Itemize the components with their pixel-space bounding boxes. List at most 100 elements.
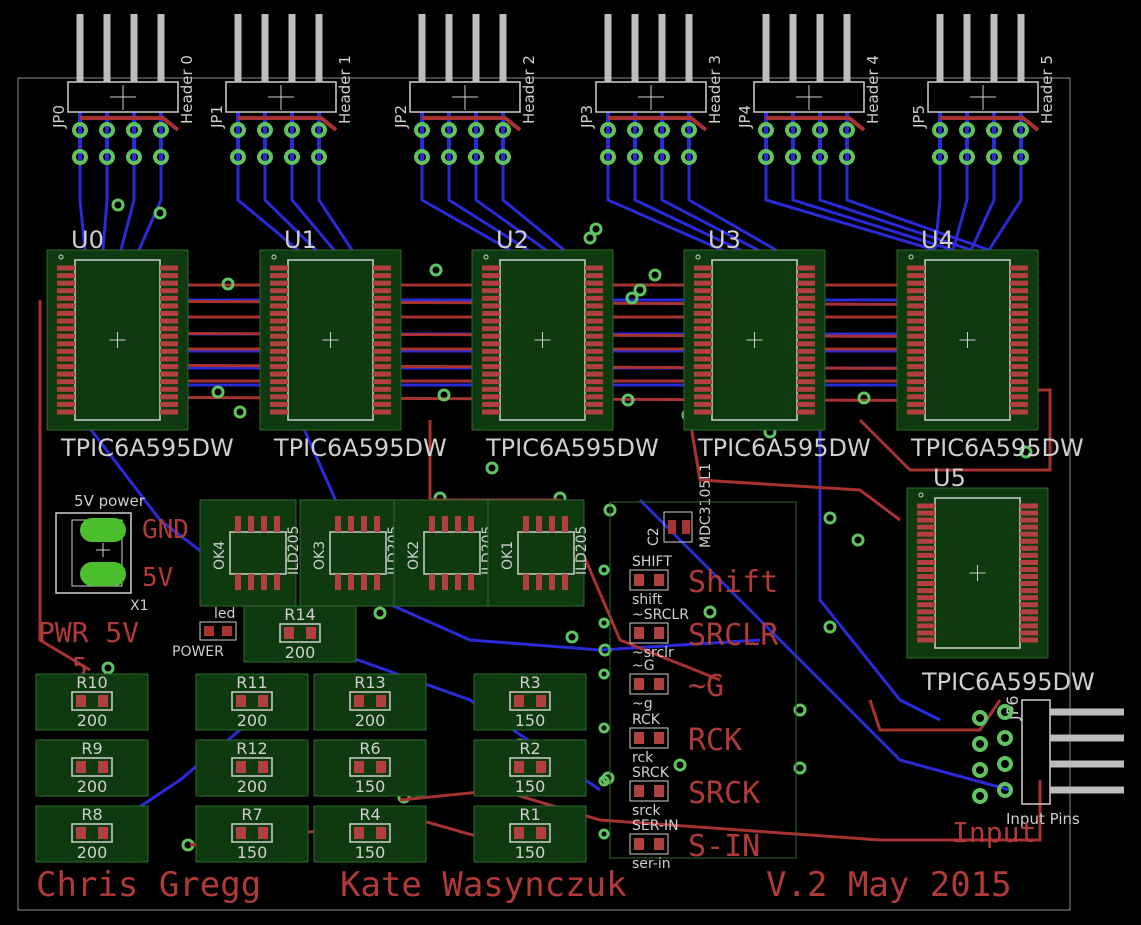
pad xyxy=(997,782,1013,798)
led-label: led xyxy=(214,606,235,622)
resistor-value: 150 xyxy=(355,777,386,796)
via xyxy=(211,385,225,399)
chip-pin xyxy=(160,348,178,354)
opto-pin xyxy=(523,516,529,532)
chip-pin xyxy=(694,386,712,392)
chip-pin xyxy=(1010,341,1028,347)
pad xyxy=(495,149,511,165)
chip-pin xyxy=(917,574,935,580)
cap-part: MDC3105L1 xyxy=(698,463,714,548)
signal-top-label: ~SRCLR xyxy=(632,607,689,623)
header-name: Header 1 xyxy=(336,55,354,124)
chip-pin xyxy=(1020,545,1038,551)
chip-pin xyxy=(797,310,815,316)
jumper-pad xyxy=(634,785,644,797)
chip-pin xyxy=(907,265,925,271)
opto-pin xyxy=(562,574,568,590)
header-body xyxy=(927,81,1039,113)
pad xyxy=(153,149,169,165)
resistor-pad xyxy=(354,695,364,707)
pad xyxy=(99,122,115,138)
chip-pin xyxy=(57,280,75,286)
pad xyxy=(785,122,801,138)
chip-pin xyxy=(694,280,712,286)
opto-pin xyxy=(549,574,555,590)
chip-pin xyxy=(373,356,391,362)
opto-part: ILD205 xyxy=(286,526,302,575)
chip-pin xyxy=(373,280,391,286)
jumper-pad xyxy=(634,838,644,850)
chip-pin xyxy=(57,356,75,362)
resistor-ref: R4 xyxy=(359,805,380,824)
header-ref: JP2 xyxy=(392,105,410,129)
resistor-pad xyxy=(514,695,524,707)
opto-pin xyxy=(442,516,448,532)
pwr-label: PWR 5V xyxy=(38,616,139,649)
chip-pin xyxy=(797,273,815,279)
trace xyxy=(238,116,338,132)
trace xyxy=(80,116,180,132)
header-ref: JP4 xyxy=(736,105,754,129)
chip-pin xyxy=(482,371,500,377)
pin1-dot xyxy=(695,254,701,260)
pad xyxy=(414,149,430,165)
chip-pin xyxy=(797,348,815,354)
chip-pin xyxy=(1010,333,1028,339)
jumper-body xyxy=(629,569,669,591)
chip-pin xyxy=(1020,566,1038,572)
via xyxy=(648,268,662,282)
pad xyxy=(414,122,430,138)
via xyxy=(437,388,451,402)
chip-pin xyxy=(1020,581,1038,587)
header-body xyxy=(753,81,865,113)
pin1-dot xyxy=(483,254,489,260)
chip-pin xyxy=(585,364,603,370)
jumper-pad xyxy=(654,732,664,744)
chip-pin xyxy=(1010,401,1028,407)
trace xyxy=(858,388,1052,472)
signal-bottom-label: srck xyxy=(632,803,661,819)
chip-pin xyxy=(907,326,925,332)
chip-pin xyxy=(373,295,391,301)
chip-pin xyxy=(797,341,815,347)
resistor-ref: R7 xyxy=(241,805,262,824)
chip-pin xyxy=(797,409,815,415)
chip-pin xyxy=(373,326,391,332)
package-outline xyxy=(35,805,149,863)
resistor-pad xyxy=(376,761,386,773)
chip-pin xyxy=(585,379,603,385)
power-title: 5V power xyxy=(74,492,146,510)
pad xyxy=(600,122,616,138)
chip-pin xyxy=(160,273,178,279)
resistor-pad xyxy=(236,761,246,773)
signal-silk: S-IN xyxy=(688,829,760,864)
chip-pin xyxy=(1010,348,1028,354)
chip-pin xyxy=(270,348,288,354)
power-connector: 5V power X1 GND 5V PWR 5V 5 xyxy=(38,492,189,683)
opto-ok2: OK2ILD205 xyxy=(393,499,496,607)
resistor-body xyxy=(231,691,273,711)
power-led: led POWER xyxy=(172,606,237,660)
pad xyxy=(839,149,855,165)
chip-pin xyxy=(160,371,178,377)
chip-pin xyxy=(482,364,500,370)
chip-pin xyxy=(160,280,178,286)
chip-pin xyxy=(917,623,935,629)
author-1: Chris Gregg xyxy=(36,865,261,905)
pin1-dot xyxy=(271,254,277,260)
chip-pin xyxy=(1010,364,1028,370)
chip-pin xyxy=(917,609,935,615)
chip-pin xyxy=(373,386,391,392)
signal-silk: ~G xyxy=(688,669,724,704)
resistor-body xyxy=(71,757,113,777)
resistor-body xyxy=(71,691,113,711)
chip-pin xyxy=(270,394,288,400)
